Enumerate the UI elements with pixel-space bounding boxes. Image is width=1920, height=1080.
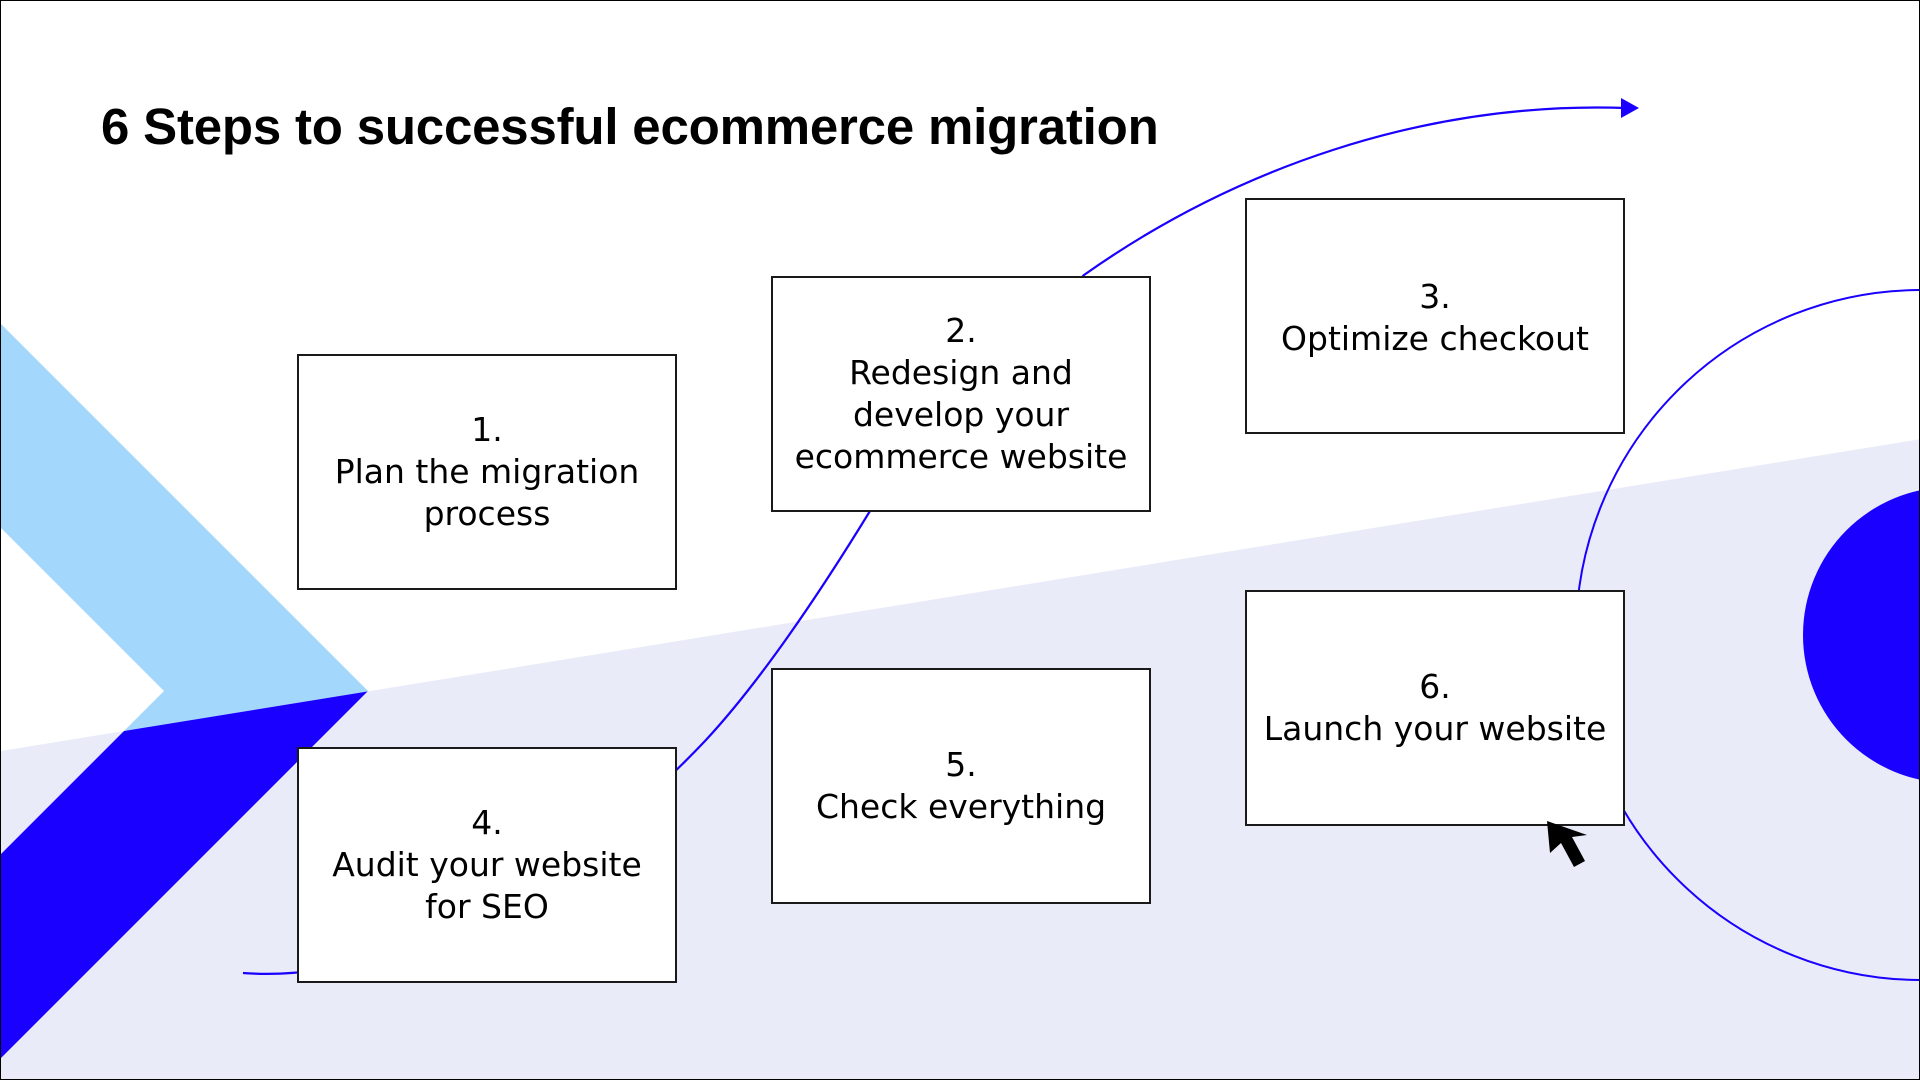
arrow-right-icon <box>1621 98 1639 118</box>
filled-circle <box>1803 490 1919 780</box>
step-number: 6. <box>1419 667 1451 706</box>
step-box-2[interactable]: 2. Redesign and develop your ecommerce w… <box>771 276 1151 512</box>
chevron-light <box>1 324 368 751</box>
page-title: 6 Steps to successful ecommerce migratio… <box>101 98 1159 155</box>
step-number: 4. <box>471 803 503 842</box>
step-number: 5. <box>945 745 977 784</box>
step-label: Plan the migration process <box>334 452 640 533</box>
step-box-5[interactable]: 5. Check everything <box>771 668 1151 904</box>
step-label: Audit your website for SEO <box>332 845 642 926</box>
step-label: Optimize checkout <box>1281 319 1589 358</box>
step-number: 3. <box>1419 277 1451 316</box>
step-box-3[interactable]: 3. Optimize checkout <box>1245 198 1625 434</box>
step-label: Redesign and develop your ecommerce webs… <box>794 353 1128 476</box>
step-box-1[interactable]: 1. Plan the migration process <box>297 354 677 590</box>
step-label: Launch your website <box>1263 709 1607 748</box>
step-number: 1. <box>471 410 503 449</box>
step-label: Check everything <box>815 787 1107 826</box>
step-box-4[interactable]: 4. Audit your website for SEO <box>297 747 677 983</box>
step-number: 2. <box>945 311 977 350</box>
step-box-6[interactable]: 6. Launch your website <box>1245 590 1625 826</box>
